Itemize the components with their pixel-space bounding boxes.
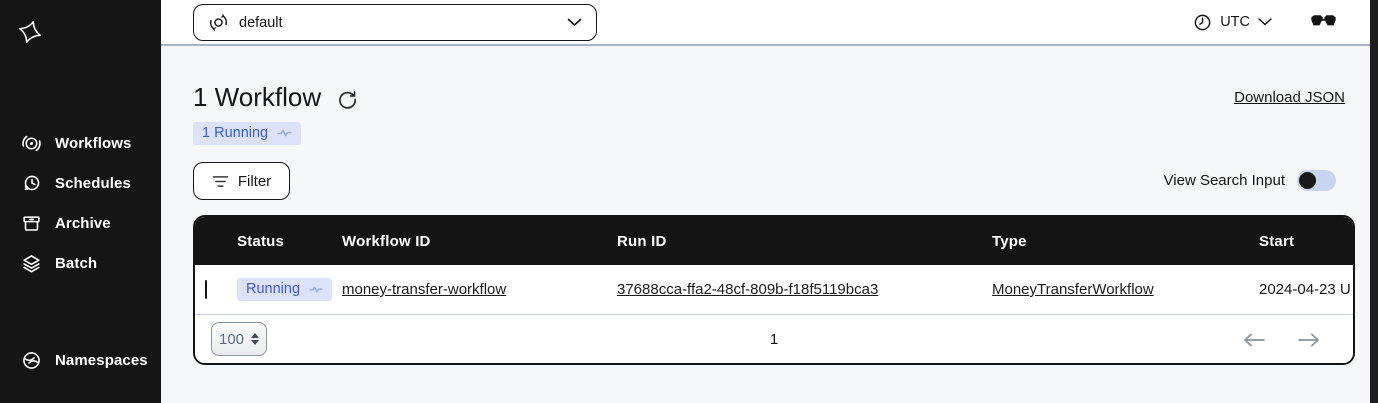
labs-glasses-icon[interactable] bbox=[1310, 14, 1337, 30]
namespace-select-value: default bbox=[239, 14, 283, 31]
table-row[interactable]: Running money-transfer-workflow 37688cca… bbox=[195, 265, 1353, 314]
sidebar-item-workflows[interactable]: Workflows bbox=[0, 123, 161, 163]
previous-page-arrow-icon[interactable] bbox=[1243, 333, 1266, 347]
running-count-badge: 1 Running bbox=[193, 122, 302, 145]
main-content: 1 Workflow Download JSON 1 Running Filte… bbox=[161, 46, 1370, 403]
sidebar-item-label: Namespaces bbox=[55, 351, 148, 369]
sidebar-nav-bottom: Namespaces bbox=[0, 340, 161, 380]
status-badge-label: Running bbox=[246, 281, 301, 297]
download-json-link[interactable]: Download JSON bbox=[1234, 89, 1345, 106]
run-id-link[interactable]: 37688cca-ffa2-48cf-809b-f18f5119bca3 bbox=[617, 281, 879, 298]
status-badge: Running bbox=[237, 278, 333, 301]
archive-icon bbox=[21, 213, 42, 234]
column-header-run-id: Run ID bbox=[617, 232, 667, 250]
workflow-type-link[interactable]: MoneyTransferWorkflow bbox=[992, 281, 1154, 298]
sidebar-item-label: Batch bbox=[55, 254, 98, 272]
clock-icon bbox=[1193, 13, 1212, 32]
filter-button-label: Filter bbox=[237, 172, 272, 190]
workflows-icon bbox=[21, 133, 42, 154]
view-search-input-group: View Search Input bbox=[1164, 170, 1336, 191]
sidebar-item-label: Archive bbox=[55, 214, 111, 232]
namespaces-icon bbox=[21, 350, 42, 371]
running-count-label: 1 Running bbox=[202, 125, 269, 141]
sidebar: Workflows Schedules Archive bbox=[0, 0, 161, 403]
sidebar-item-namespaces[interactable]: Namespaces bbox=[0, 340, 161, 380]
column-header-start: Start bbox=[1259, 232, 1295, 250]
view-search-input-label: View Search Input bbox=[1163, 172, 1285, 189]
column-header-workflow-id: Workflow ID bbox=[342, 232, 431, 250]
column-header-status: Status bbox=[237, 232, 285, 250]
topbar-right: UTC bbox=[1193, 0, 1337, 44]
timezone-select[interactable]: UTC bbox=[1193, 13, 1272, 32]
pager-arrows bbox=[1243, 315, 1320, 363]
view-search-input-toggle[interactable] bbox=[1297, 170, 1336, 191]
workflow-id-link[interactable]: money-transfer-workflow bbox=[342, 281, 507, 298]
timezone-label: UTC bbox=[1220, 14, 1250, 30]
refresh-icon[interactable] bbox=[337, 89, 358, 110]
row-checkbox[interactable] bbox=[205, 280, 207, 299]
namespace-select[interactable]: default bbox=[193, 4, 597, 41]
schedules-icon bbox=[21, 173, 42, 194]
namespace-icon bbox=[208, 12, 229, 33]
toggle-knob bbox=[1299, 172, 1316, 189]
temporal-logo-icon[interactable] bbox=[16, 18, 44, 46]
chevron-down-icon bbox=[1258, 18, 1272, 26]
column-header-type: Type bbox=[992, 232, 1027, 250]
table-header: Status Workflow ID Run ID Type Start bbox=[195, 217, 1353, 265]
current-page-number: 1 bbox=[769, 331, 779, 348]
sidebar-item-label: Schedules bbox=[55, 174, 131, 192]
page-size-select[interactable]: 100 bbox=[211, 322, 267, 356]
batch-icon bbox=[21, 253, 42, 274]
start-time-cell: 2024-04-23 U bbox=[1259, 281, 1351, 298]
sidebar-item-schedules[interactable]: Schedules bbox=[0, 163, 161, 203]
pulse-icon bbox=[309, 285, 323, 294]
table-footer: 100 1 bbox=[195, 314, 1353, 363]
topbar: default UTC bbox=[161, 0, 1370, 46]
page-title-row: 1 Workflow bbox=[193, 82, 358, 113]
page-title: 1 Workflow bbox=[193, 82, 322, 112]
select-arrows-icon bbox=[251, 333, 260, 345]
pulse-icon bbox=[277, 128, 292, 138]
page-size-value: 100 bbox=[218, 330, 245, 348]
next-page-arrow-icon[interactable] bbox=[1297, 333, 1320, 347]
filter-button[interactable]: Filter bbox=[193, 162, 290, 200]
sidebar-item-batch[interactable]: Batch bbox=[0, 243, 161, 283]
workflows-table: Status Workflow ID Run ID Type Start Run… bbox=[193, 215, 1355, 365]
sidebar-item-archive[interactable]: Archive bbox=[0, 203, 161, 243]
page-scrollbar[interactable] bbox=[1370, 0, 1378, 403]
sidebar-item-label: Workflows bbox=[55, 134, 132, 152]
chevron-down-icon bbox=[567, 18, 582, 27]
sidebar-nav: Workflows Schedules Archive bbox=[0, 123, 161, 283]
filter-icon bbox=[212, 175, 229, 188]
